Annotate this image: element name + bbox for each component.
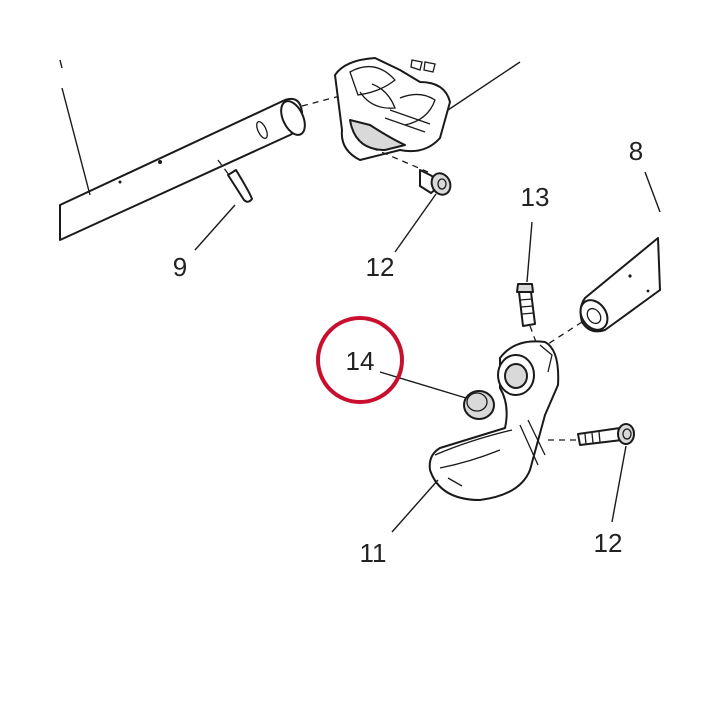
- lower-clamp-part-11: [428, 340, 560, 501]
- assembly-axis-line: [301, 95, 341, 107]
- leader-12-bottom: [611, 445, 627, 523]
- leader-9: [194, 204, 236, 251]
- bolt-bottom: [548, 423, 635, 446]
- leader-12-top: [394, 193, 437, 253]
- callout-11: 11: [360, 538, 387, 568]
- highlight-circle: [316, 316, 404, 404]
- clamp-leader-8: [447, 61, 521, 111]
- pin-part-9: [217, 159, 253, 203]
- leader-11: [391, 479, 439, 533]
- tube-leader-line: [59, 59, 91, 196]
- callout-9: 9: [173, 252, 187, 282]
- leader-13: [526, 221, 533, 283]
- bolt-13: [516, 283, 537, 343]
- callout-13: 13: [521, 182, 550, 212]
- leader-14: [379, 371, 467, 399]
- upper-tube: [59, 97, 306, 241]
- callout-8: 8: [629, 136, 643, 166]
- upper-clamp: [334, 57, 451, 161]
- leader-8: [644, 171, 661, 213]
- end-plug-part-14: [463, 390, 495, 420]
- tube-axis-line: [547, 321, 583, 345]
- callout-12-bottom: 12: [594, 528, 623, 558]
- right-tube: [579, 237, 661, 333]
- bolt-top: [419, 169, 452, 196]
- callout-12-top: 12: [366, 252, 395, 282]
- callout-14: 14: [346, 346, 375, 376]
